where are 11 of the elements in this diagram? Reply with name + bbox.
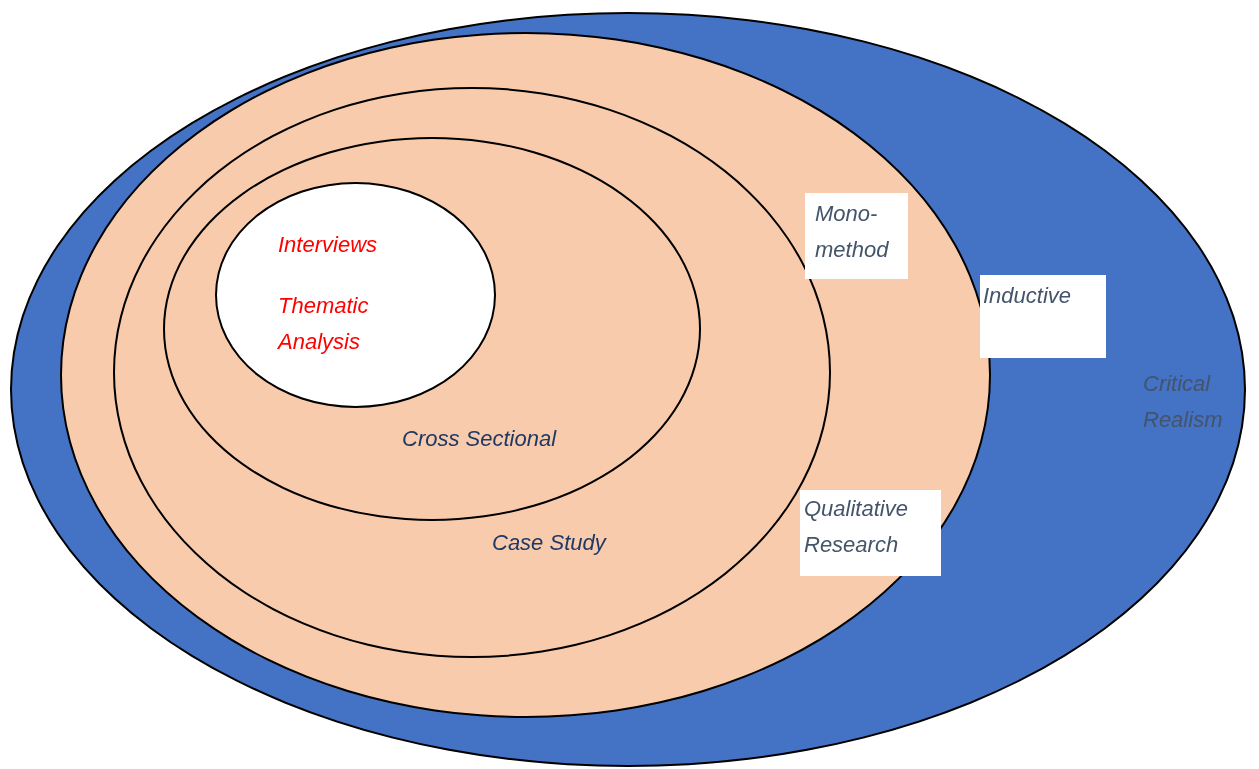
layer-label: Qualitative Research bbox=[804, 495, 909, 559]
layer-label: Critical Realism bbox=[1143, 370, 1224, 434]
label-box bbox=[980, 275, 1106, 358]
layer-label: Cross Sectional bbox=[402, 425, 558, 453]
layer-label: Case Study bbox=[492, 529, 608, 557]
layer-label: Thematic Analysis bbox=[278, 292, 370, 356]
layer-label: Mono-method bbox=[815, 200, 890, 264]
label-box bbox=[800, 490, 941, 576]
layer-label: Inductive bbox=[983, 282, 1073, 310]
label-box bbox=[805, 193, 908, 279]
layer-label: Interviews bbox=[278, 231, 379, 259]
